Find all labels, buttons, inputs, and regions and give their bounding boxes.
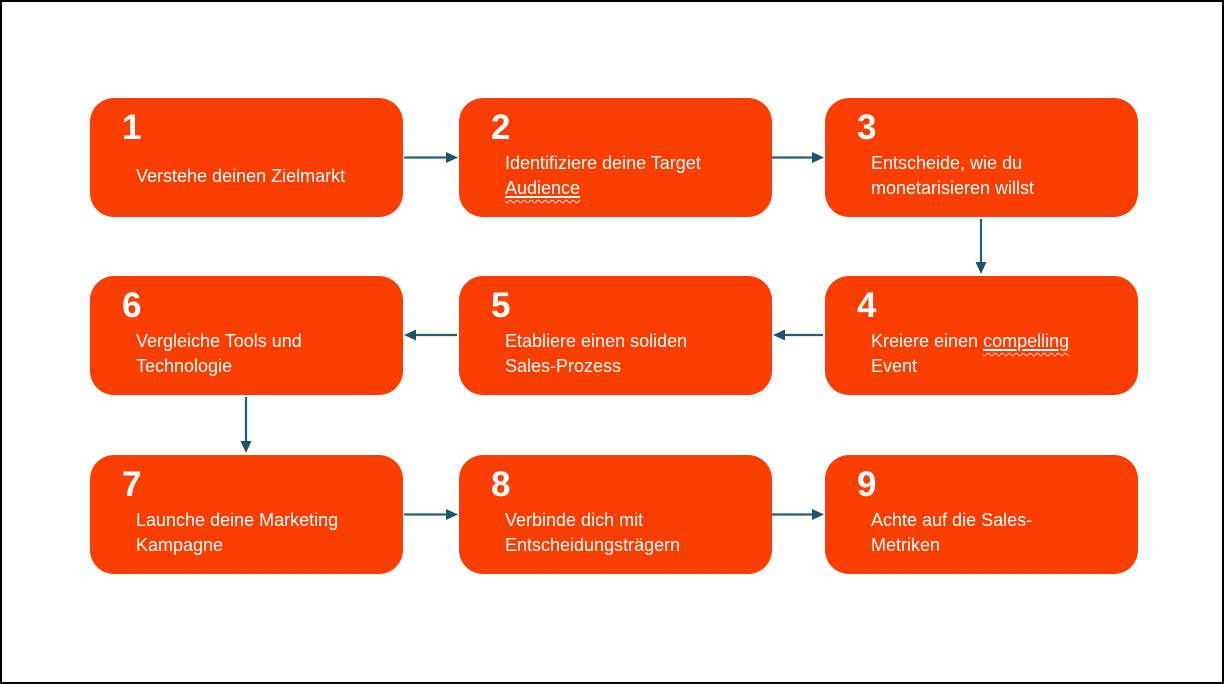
step-box-7: 7 Launche deine Marketing Kampagne: [90, 455, 403, 574]
step-2-number: 2: [491, 108, 511, 147]
step-box-2: 2 Identifiziere deine Target Audience: [459, 98, 772, 217]
step-box-6: 6 Vergleiche Tools und Technologie: [90, 276, 403, 395]
step-5-number: 5: [491, 286, 511, 325]
step-3-label: Entscheide, wie du monetarisieren willst: [871, 145, 1122, 207]
step-box-3: 3 Entscheide, wie du monetarisieren will…: [825, 98, 1138, 217]
step-box-8: 8 Verbinde dich mit Entscheidungsträgern: [459, 455, 772, 574]
step-7-text: Launche deine Marketing Kampagne: [136, 510, 339, 555]
step-5-label: Etabliere einen soliden Sales-Prozess: [505, 323, 756, 385]
step-7-number: 7: [122, 465, 142, 504]
step-3-text: Entscheide, wie du monetarisieren willst: [871, 153, 1035, 198]
step-1-number: 1: [122, 108, 142, 147]
step-box-9: 9 Achte auf die Sales- Metriken: [825, 455, 1138, 574]
step-2-text: Identifiziere deine Target: [505, 153, 701, 173]
step-8-text: Verbinde dich mit Entscheidungsträgern: [505, 510, 681, 555]
step-7-label: Launche deine Marketing Kampagne: [136, 502, 387, 564]
step-box-5: 5 Etabliere einen soliden Sales-Prozess: [459, 276, 772, 395]
step-4-text: Kreiere einen: [871, 331, 984, 351]
arrow-step1-to-step2: [404, 152, 458, 163]
step-6-text: Vergleiche Tools und Technologie: [136, 331, 302, 376]
step-5-text: Etabliere einen soliden Sales-Prozess: [505, 331, 688, 376]
arrow-step5-to-step6: [404, 329, 457, 341]
arrow-step3-to-step4: [975, 219, 987, 274]
step-8-label: Verbinde dich mit Entscheidungsträgern: [505, 502, 756, 564]
arrow-step2-to-step3: [772, 152, 824, 163]
step-4-number: 4: [857, 286, 877, 325]
step-4-text-after: Event: [871, 356, 918, 376]
step-9-label: Achte auf die Sales- Metriken: [871, 502, 1122, 564]
step-1-text: Verstehe deinen Zielmarkt: [136, 165, 346, 186]
step-8-number: 8: [491, 465, 511, 504]
misspelled-word: Audience: [505, 178, 581, 198]
step-3-number: 3: [857, 108, 877, 147]
step-1-label: Verstehe deinen Zielmarkt: [136, 145, 387, 207]
step-2-label: Identifiziere deine Target Audience: [505, 145, 756, 207]
step-box-4: 4 Kreiere einen compelling Event: [825, 276, 1138, 395]
arrow-step6-to-step7: [240, 397, 252, 453]
step-9-number: 9: [857, 465, 877, 504]
arrow-step8-to-step9: [772, 509, 824, 520]
arrow-step4-to-step5: [773, 329, 823, 341]
step-9-text: Achte auf die Sales- Metriken: [871, 510, 1033, 555]
step-6-number: 6: [122, 286, 142, 325]
arrow-step7-to-step8: [404, 509, 458, 520]
step-box-1: 1 Verstehe deinen Zielmarkt: [90, 98, 403, 217]
step-6-label: Vergleiche Tools und Technologie: [136, 323, 387, 385]
step-4-label: Kreiere einen compelling Event: [871, 323, 1122, 385]
misspelled-word: compelling: [983, 331, 1070, 351]
